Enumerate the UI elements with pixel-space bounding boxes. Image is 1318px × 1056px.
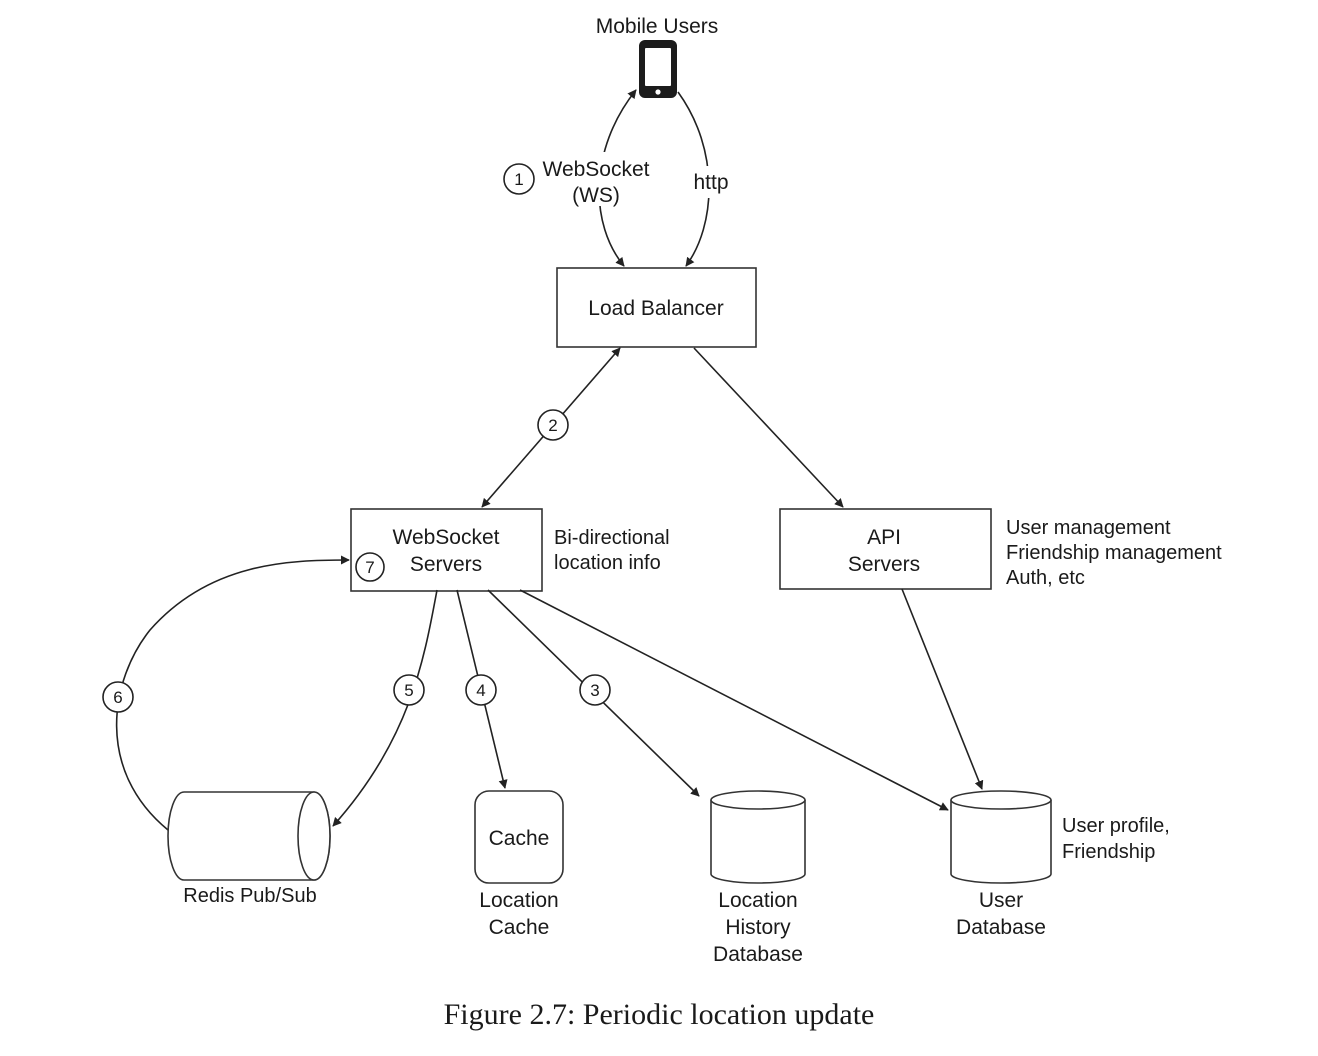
step-6-badge: 6 bbox=[102, 681, 134, 713]
location-cache-label-1: Location bbox=[479, 889, 558, 912]
step-3-badge: 3 bbox=[579, 674, 611, 706]
api-desc-2: Friendship management bbox=[1006, 542, 1222, 564]
user-db-desc-1: User profile, bbox=[1062, 815, 1170, 837]
edge-redis-websocket bbox=[115, 555, 350, 831]
svg-text:7: 7 bbox=[365, 558, 374, 577]
svg-text:5: 5 bbox=[404, 681, 413, 700]
step-7-badge: 7 bbox=[355, 552, 385, 582]
redis-pubsub-label: Redis Pub/Sub bbox=[183, 885, 316, 907]
user-db-label-2: Database bbox=[956, 916, 1046, 939]
location-cache-node: Cache bbox=[474, 790, 564, 884]
load-balancer-label: Load Balancer bbox=[588, 297, 723, 320]
location-history-db-label-3: Database bbox=[713, 943, 803, 966]
websocket-servers-node: WebSocket Servers bbox=[350, 508, 543, 592]
api-servers-label-2: Servers bbox=[848, 553, 920, 576]
websocket-servers-label-1: WebSocket bbox=[393, 526, 500, 549]
edge-api-user-db bbox=[901, 588, 984, 790]
api-servers-node: API Servers bbox=[779, 508, 992, 590]
redis-pubsub-node bbox=[167, 791, 331, 881]
websocket-protocol-label: WebSocket bbox=[543, 158, 650, 181]
figure-caption: Figure 2.7: Periodic location update bbox=[443, 998, 875, 1031]
api-desc-3: Auth, etc bbox=[1006, 567, 1085, 589]
svg-text:2: 2 bbox=[548, 416, 557, 435]
user-db-node bbox=[950, 790, 1052, 884]
svg-text:1: 1 bbox=[514, 170, 523, 189]
api-desc-1: User management bbox=[1006, 517, 1171, 539]
location-history-db-label-1: Location bbox=[718, 889, 797, 912]
cache-inner-label: Cache bbox=[489, 827, 550, 850]
websocket-protocol-abbrev: (WS) bbox=[572, 184, 620, 207]
bidirectional-label-2: location info bbox=[554, 552, 661, 574]
location-history-db-label-2: History bbox=[725, 916, 791, 939]
step-1-badge: 1 bbox=[503, 163, 535, 195]
edge-websocket-redis bbox=[332, 589, 438, 827]
http-label: http bbox=[693, 171, 728, 194]
svg-text:6: 6 bbox=[113, 688, 122, 707]
step-4-badge: 4 bbox=[465, 674, 497, 706]
step-2-badge: 2 bbox=[537, 409, 569, 441]
location-cache-label-2: Cache bbox=[489, 916, 550, 939]
ws-label-backdrop bbox=[534, 152, 658, 206]
user-db-label-1: User bbox=[979, 889, 1023, 912]
location-history-db-node bbox=[710, 790, 806, 884]
mobile-phone-icon bbox=[639, 40, 677, 98]
edge-lb-api bbox=[693, 347, 844, 508]
edge-websocket-user-db bbox=[519, 589, 949, 811]
mobile-users-label: Mobile Users bbox=[596, 15, 719, 38]
websocket-servers-label-2: Servers bbox=[410, 553, 482, 576]
bidirectional-label-1: Bi-directional bbox=[554, 527, 670, 549]
svg-text:3: 3 bbox=[590, 681, 599, 700]
step-5-badge: 5 bbox=[393, 674, 425, 706]
svg-text:4: 4 bbox=[476, 681, 485, 700]
api-servers-label-1: API bbox=[867, 526, 901, 549]
user-db-desc-2: Friendship bbox=[1062, 841, 1155, 863]
http-label-backdrop bbox=[686, 166, 734, 198]
load-balancer-node: Load Balancer bbox=[556, 267, 757, 348]
